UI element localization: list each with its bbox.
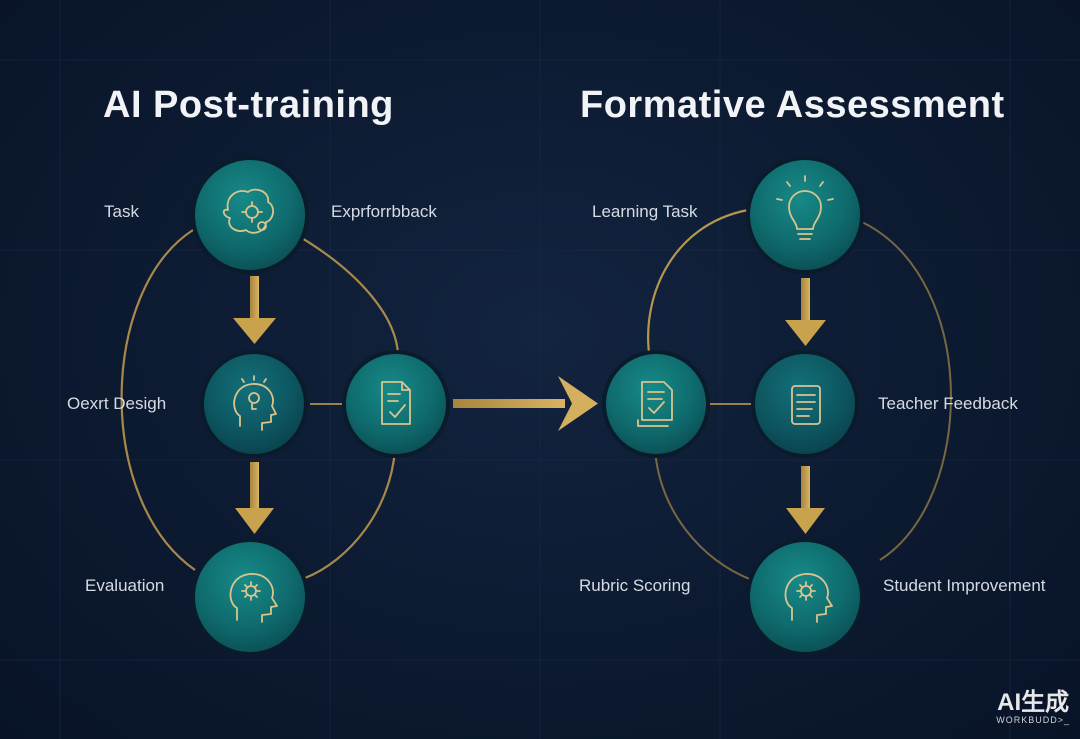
- left-title: AI Post-training: [103, 84, 394, 126]
- document-check-icon: [381, 381, 411, 425]
- label-task: Task: [104, 202, 139, 221]
- left-node-top: [191, 156, 309, 274]
- right-node-middle: [751, 350, 859, 458]
- head-gear-icon: [229, 573, 278, 623]
- right-title: Formative Assessment: [580, 84, 1005, 126]
- right-node-top: [746, 156, 864, 274]
- lightbulb-icon: [776, 175, 834, 240]
- left-cycle: [120, 156, 450, 656]
- right-loop-outer-right: [861, 221, 952, 561]
- label-expert-feedback: Exprforrbback: [331, 202, 437, 221]
- label-rubric-scoring: Rubric Scoring: [579, 576, 691, 595]
- right-loop-upper-left: [647, 208, 749, 361]
- center-arrow: [453, 376, 598, 431]
- right-node-left: [602, 350, 710, 458]
- left-loop-outer-left: [120, 229, 196, 571]
- left-arrow-down-1: [233, 276, 276, 344]
- right-arrow-down-2: [786, 466, 825, 534]
- document-check-icon: [637, 381, 673, 427]
- left-node-middle: [200, 350, 308, 458]
- head-gear-icon: [784, 573, 833, 623]
- label-evaluation: Evaluation: [85, 576, 165, 595]
- brain-gears-icon: [222, 188, 274, 234]
- right-loop-lower-left: [654, 449, 753, 581]
- left-node-bottom: [191, 538, 309, 656]
- left-node-right: [342, 350, 450, 458]
- right-node-bottom: [746, 538, 864, 656]
- label-expert-design: Oexrt Desigh: [67, 394, 167, 413]
- head-lightbulb-icon: [233, 375, 277, 431]
- ai-generated-watermark: AI生成 WORKBUDD>_: [996, 689, 1070, 726]
- watermark-main: AI生成: [997, 689, 1070, 716]
- left-loop-lower-right: [304, 449, 397, 580]
- watermark-sub: WORKBUDD>_: [996, 715, 1070, 725]
- label-teacher-feedback: Teacher Feedback: [878, 394, 1018, 413]
- label-student-improvement: Student Improvement: [883, 576, 1046, 595]
- label-learning-task: Learning Task: [592, 202, 698, 221]
- right-arrow-down-1: [785, 278, 826, 346]
- document-lines-icon: [791, 385, 821, 425]
- right-cycle: [602, 156, 952, 656]
- left-arrow-down-2: [235, 462, 274, 534]
- left-loop-outer-right: [287, 229, 400, 361]
